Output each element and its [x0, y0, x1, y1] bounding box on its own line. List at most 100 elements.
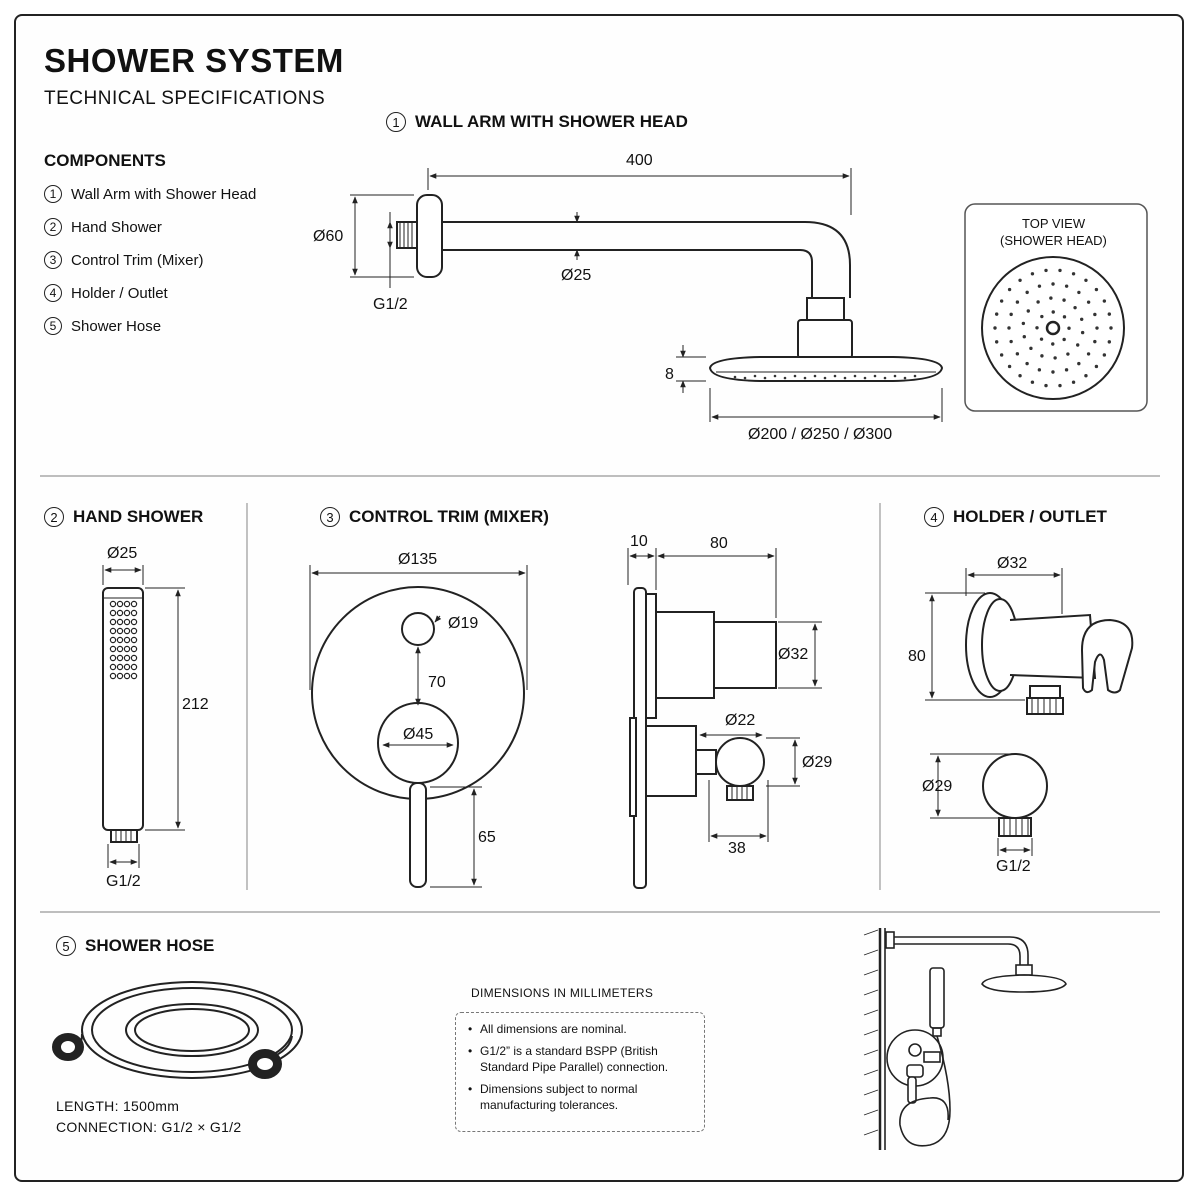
- component-number: 3: [44, 251, 62, 269]
- section-label: HOLDER / OUTLET: [953, 507, 1107, 526]
- nozzle-dot: [1071, 380, 1076, 384]
- nozzle-dot: [999, 299, 1004, 303]
- nozzle-dot: [1025, 361, 1029, 366]
- component-item: 1 Wall Arm with Shower Head: [44, 185, 256, 203]
- nozzle-dot: [1049, 296, 1053, 300]
- page-subtitle: TECHNICAL SPECIFICATIONS: [44, 88, 326, 109]
- hand-nozzle: [123, 636, 131, 644]
- dim-outlet-ball: Ø29: [802, 754, 833, 771]
- hand-nozzle: [109, 618, 117, 626]
- hand-shower-drawing: [102, 587, 144, 843]
- nozzle-dot: [1093, 312, 1097, 317]
- dim-arm-length: 400: [626, 152, 653, 169]
- nozzle-dot: [1058, 383, 1062, 388]
- dim-outlet-offset: 38: [728, 840, 746, 857]
- nozzle-dot: [1062, 298, 1066, 302]
- hand-nozzle: [130, 672, 138, 680]
- top-view-nozzles: [993, 268, 1113, 388]
- dim-lever-length: 65: [478, 829, 496, 846]
- hand-nozzle: [130, 618, 138, 626]
- nozzle-dot: [1084, 374, 1088, 378]
- nozzle-dot: [1094, 364, 1099, 369]
- dim-holder-thread: G1/2: [996, 858, 1031, 875]
- wall-arm-drawing: [396, 194, 944, 382]
- hand-nozzle: [123, 600, 131, 608]
- nozzle-dot: [1035, 326, 1039, 330]
- nozzle-dot: [1009, 312, 1013, 317]
- hand-nozzle: [130, 600, 138, 608]
- nozzle-dot: [994, 312, 999, 316]
- hand-nozzle: [123, 645, 131, 653]
- nozzle-dot: [1093, 339, 1097, 344]
- nozzle-dot: [1073, 305, 1077, 310]
- section-label: SHOWER HOSE: [85, 936, 215, 955]
- shower-head-nozzle-row: [733, 374, 917, 380]
- hand-nozzle: [109, 672, 117, 680]
- dim-head-height: 8: [665, 366, 674, 383]
- notes-box: All dimensions are nominal. G1/2” is a s…: [455, 1012, 705, 1132]
- hand-nozzle: [109, 663, 117, 671]
- component-label: Shower Hose: [71, 317, 162, 335]
- nozzle-dot: [1107, 312, 1112, 316]
- nozzle-dot: [1067, 326, 1071, 330]
- page-title: SHOWER SYSTEM: [44, 42, 344, 79]
- hand-nozzle: [116, 627, 124, 635]
- hand-shower-dimension-lines: [102, 565, 185, 868]
- hand-nozzle: [116, 618, 124, 626]
- nozzle-dot: [1018, 374, 1022, 378]
- component-label: Hand Shower: [71, 218, 162, 236]
- nozzle-dot: [1080, 330, 1085, 335]
- note-item: G1/2” is a standard BSPP (British Standa…: [466, 1043, 694, 1075]
- nozzle-dot: [1030, 272, 1035, 276]
- section-label: WALL ARM WITH SHOWER HEAD: [415, 112, 688, 131]
- hose-drawing: [52, 981, 303, 1079]
- dim-arm-thread: G1/2: [373, 296, 408, 313]
- nozzle-dot: [1015, 300, 1020, 304]
- nozzle-dot: [1009, 339, 1013, 344]
- nozzle-dot: [1007, 364, 1012, 369]
- section-title-hose: 5 SHOWER HOSE: [56, 936, 214, 956]
- hand-nozzle: [109, 609, 117, 617]
- nozzle-dot: [1095, 326, 1099, 330]
- nozzle-dot: [999, 353, 1004, 357]
- nozzle-dot: [1026, 309, 1030, 313]
- section-title-holder: 4 HOLDER / OUTLET: [924, 507, 1107, 527]
- dim-outlet-neck: Ø22: [725, 712, 756, 729]
- hand-nozzle: [109, 627, 117, 635]
- hand-nozzle: [130, 654, 138, 662]
- nozzle-dot: [1102, 353, 1107, 357]
- section-title-control-trim: 3 CONTROL TRIM (MIXER): [320, 507, 549, 527]
- hand-nozzle: [130, 609, 138, 617]
- hand-nozzle: [116, 672, 124, 680]
- nozzle-dot: [1018, 278, 1022, 282]
- component-label: Control Trim (Mixer): [71, 251, 204, 269]
- component-label: Wall Arm with Shower Head: [71, 185, 257, 203]
- nozzle-dot: [1077, 290, 1081, 295]
- hand-nozzle: [109, 600, 117, 608]
- nozzle-dot: [1062, 337, 1066, 342]
- component-item: 3 Control Trim (Mixer): [44, 251, 204, 269]
- dim-knob-spacing: 70: [428, 674, 446, 691]
- notes-heading: DIMENSIONS IN MILLIMETERS: [471, 986, 654, 1000]
- nozzle-dot: [1015, 352, 1020, 356]
- top-view-panel: [964, 203, 1148, 412]
- nozzle-dot: [1007, 326, 1011, 330]
- nozzle-dot: [1080, 317, 1084, 321]
- component-item: 2 Hand Shower: [44, 218, 162, 236]
- hand-nozzle: [109, 654, 117, 662]
- nozzle-dot: [993, 326, 997, 330]
- section-number: 4: [924, 507, 944, 527]
- hand-nozzle: [116, 645, 124, 653]
- control-trim-side-drawing: [629, 587, 777, 889]
- holder-drawing: [965, 592, 1134, 837]
- component-number: 4: [44, 284, 62, 302]
- hand-nozzle: [130, 636, 138, 644]
- section-number: 2: [44, 507, 64, 527]
- component-number: 1: [44, 185, 62, 203]
- hand-nozzle: [116, 663, 124, 671]
- section-title-wall-arm: 1 WALL ARM WITH SHOWER HEAD: [386, 112, 688, 132]
- hand-nozzle: [116, 600, 124, 608]
- nozzle-dot: [1064, 284, 1069, 288]
- hand-nozzle: [109, 645, 117, 653]
- nozzle-dot: [1086, 352, 1091, 356]
